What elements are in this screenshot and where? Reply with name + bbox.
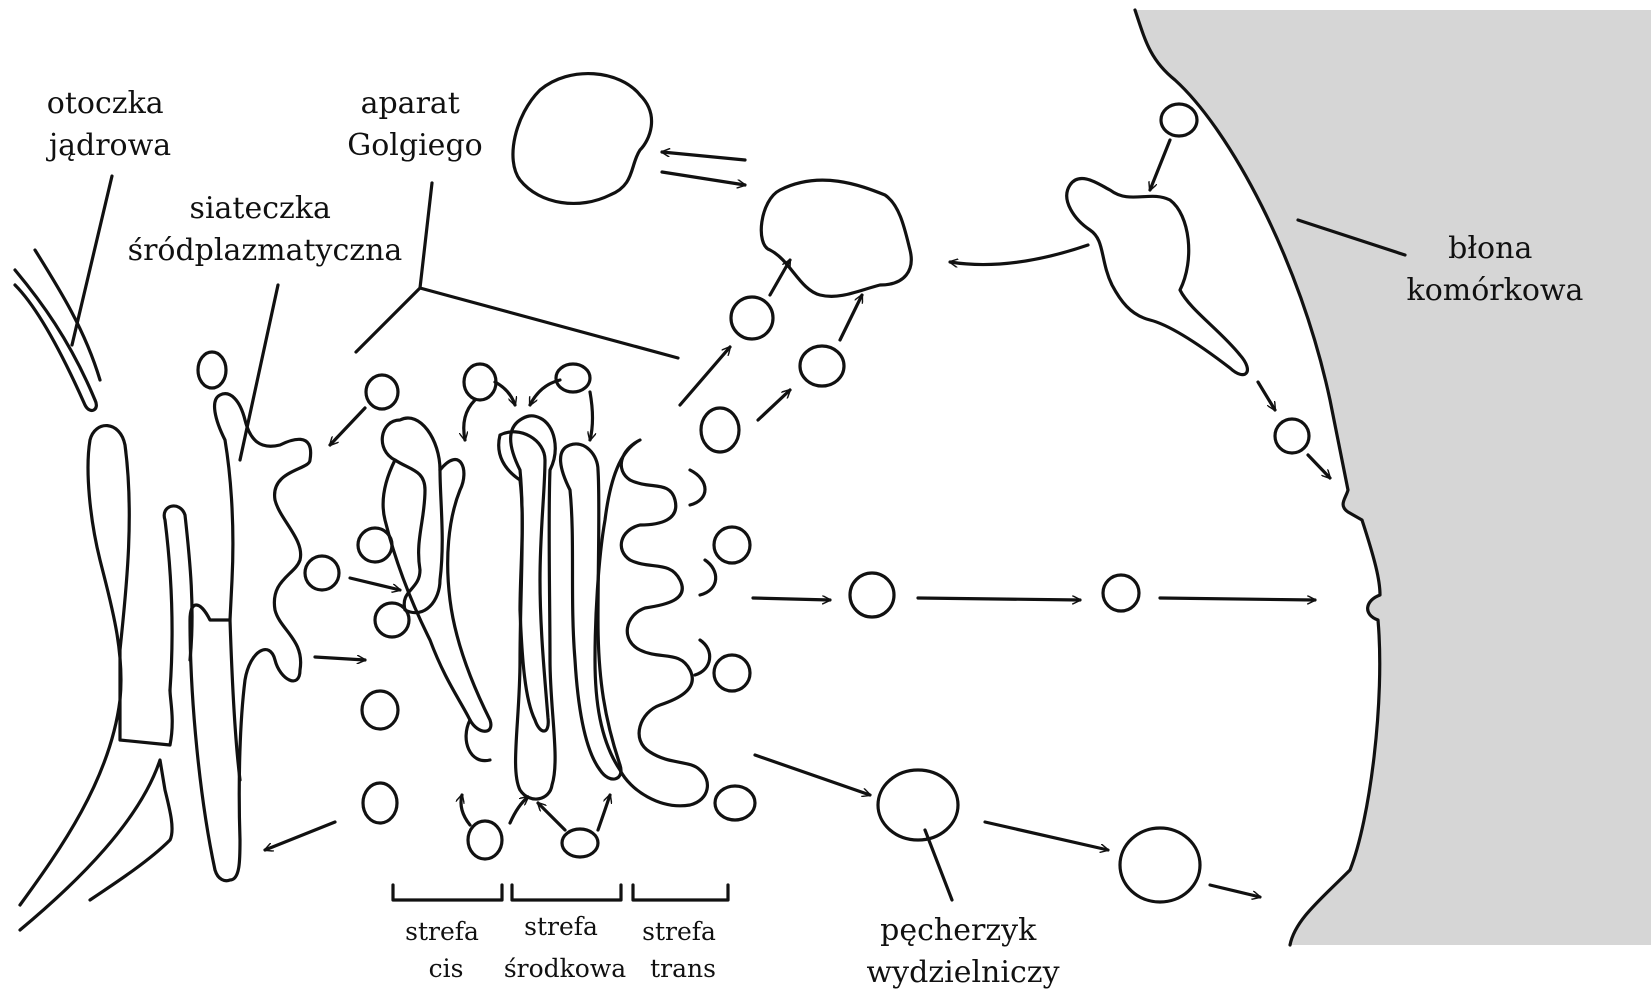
early-endosome (1067, 179, 1248, 375)
leader-lines (72, 176, 1405, 900)
label-nuclear-envelope: otoczka jądrowa (46, 86, 173, 163)
golgi-trans-cisternae (595, 440, 716, 806)
label-secretory-vesicle: pęcherzyk wydzielniczy (866, 913, 1059, 990)
golgi-middle-cisternae (511, 416, 621, 799)
extracellular-region (1135, 10, 1651, 945)
lysosome (513, 74, 652, 204)
er-cisternae (20, 352, 311, 930)
golgi-cis-cisternae (382, 418, 548, 761)
late-endosome (761, 180, 911, 296)
label-zone-middle: strefa środkowa (504, 912, 626, 983)
label-zone-trans: strefa trans (642, 917, 724, 983)
label-zone-cis: strefa cis (405, 917, 487, 983)
label-golgi: aparat Golgiego (347, 86, 482, 163)
zone-brackets (393, 885, 728, 900)
label-er: siateczka śródplazmatyczna (128, 191, 403, 268)
